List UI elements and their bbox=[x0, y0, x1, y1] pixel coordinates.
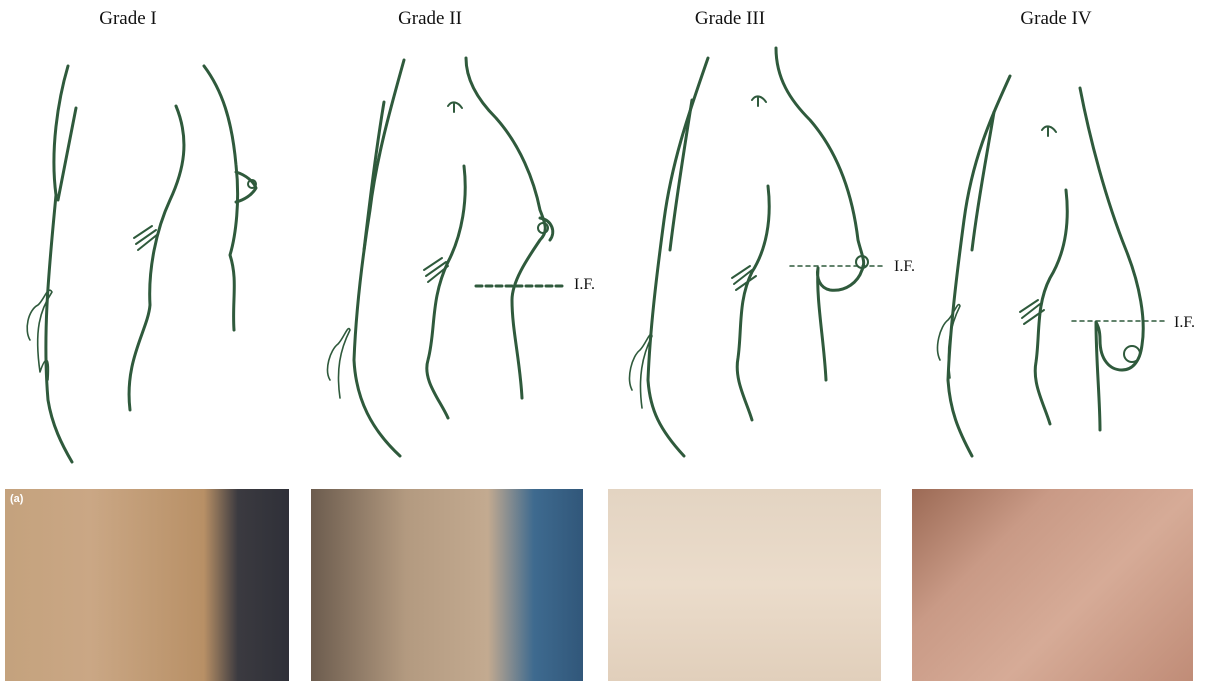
grade-1-back-contour bbox=[46, 66, 72, 462]
grade-2-photo bbox=[311, 489, 583, 681]
grade-2-arm-line bbox=[364, 102, 384, 250]
grade-4-photo bbox=[912, 489, 1193, 681]
grade-1-arm-line bbox=[58, 108, 76, 200]
grade-3-back-contour bbox=[648, 58, 708, 456]
grade-4-fold-label: I.F. bbox=[1174, 314, 1195, 332]
grade-2-arm-inner bbox=[427, 166, 465, 418]
grade-4-breast bbox=[1096, 322, 1122, 430]
grade-3-arm-inner bbox=[737, 186, 769, 420]
grade-1-photo: (a) bbox=[5, 489, 289, 681]
grade-4-sketch bbox=[938, 76, 1168, 456]
grade-4-chest-contour bbox=[1080, 88, 1143, 370]
grade-3-breast bbox=[818, 268, 863, 380]
grade-3-axilla-hair bbox=[732, 266, 756, 290]
grade-1-arm-inner bbox=[129, 106, 184, 410]
grade-3-face-mark bbox=[752, 96, 766, 106]
grade-3-sketch bbox=[630, 48, 886, 456]
grade-2-back-contour bbox=[354, 60, 404, 456]
grade-2-axilla-hair bbox=[424, 258, 448, 282]
grade-4-arm-inner bbox=[1035, 190, 1067, 424]
grade-1-chest-contour bbox=[204, 66, 238, 330]
grade-2-chest-contour bbox=[466, 58, 545, 398]
grade-4-nipple bbox=[1124, 346, 1140, 362]
grade-2-signature bbox=[328, 329, 350, 398]
grade-4-signature bbox=[938, 305, 960, 378]
grade-4-arm-line bbox=[972, 112, 994, 250]
photo-panel-label: (a) bbox=[10, 493, 23, 505]
grade-4-back-contour bbox=[948, 76, 1010, 456]
grade-2-fold-label: I.F. bbox=[574, 276, 595, 294]
grade-1-sketch bbox=[27, 66, 256, 462]
grade-2-face-mark bbox=[448, 102, 462, 112]
grade-3-chest-contour bbox=[776, 48, 864, 270]
grade-sketches bbox=[0, 0, 1207, 481]
grade-3-fold-label: I.F. bbox=[894, 258, 915, 276]
grade-2-sketch bbox=[328, 58, 564, 456]
grade-3-photo bbox=[608, 489, 881, 681]
grade-4-face-mark bbox=[1042, 126, 1056, 136]
